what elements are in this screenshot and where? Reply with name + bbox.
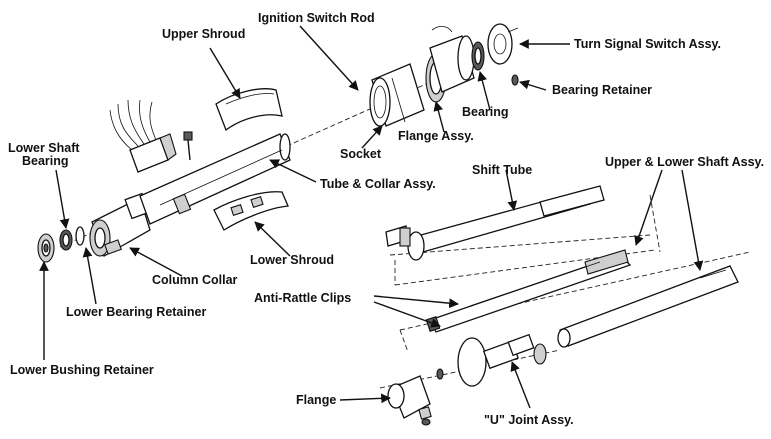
housing-part	[429, 26, 475, 93]
leader-lines	[39, 25, 704, 409]
flange-part	[387, 375, 432, 426]
label-flange-assy: Flange Assy.	[398, 129, 474, 143]
label-flange: Flange	[296, 393, 336, 407]
label-lower-shaft-bearing-line1: Lower Shaft	[8, 141, 80, 155]
shift-tube-part	[385, 185, 605, 261]
lower-bushing-retainer-part	[37, 233, 55, 263]
label-lower-bearing-retainer: Lower Bearing Retainer	[66, 305, 206, 319]
label-upper-shroud: Upper Shroud	[162, 27, 245, 41]
column-collar-part	[89, 192, 151, 257]
label-upper-lower-shaft-assy: Upper & Lower Shaft Assy.	[605, 155, 764, 169]
bearing-part	[471, 41, 485, 71]
socket-part	[369, 63, 425, 127]
label-bearing-retainer: Bearing Retainer	[552, 83, 652, 97]
label-bearing: Bearing	[462, 105, 509, 119]
tube-collar-assy-part	[139, 133, 291, 225]
upper-shaft-part	[425, 249, 632, 333]
label-tube-collar-assy: Tube & Collar Assy.	[320, 177, 436, 191]
upper-shroud-part	[215, 88, 283, 132]
label-turn-signal-switch-assy: Turn Signal Switch Assy.	[574, 37, 721, 51]
label-shift-tube: Shift Tube	[472, 163, 532, 177]
lower-shaft-bearing-part	[59, 229, 73, 251]
bearing-retainer-part	[511, 74, 519, 86]
label-ignition-switch-rod: Ignition Switch Rod	[258, 11, 375, 25]
lower-shaft-part	[557, 265, 739, 348]
label-anti-rattle-clips: Anti-Rattle Clips	[254, 291, 351, 305]
label-lower-shaft-bearing-line2: Bearing	[22, 154, 69, 168]
u-joint-part	[436, 333, 547, 387]
turn-signal-switch-part	[487, 23, 519, 65]
wiring-connector-part	[109, 99, 193, 173]
label-lower-bushing-retainer: Lower Bushing Retainer	[10, 363, 154, 377]
lower-shroud-part	[213, 191, 289, 231]
label-socket: Socket	[340, 147, 382, 161]
lower-bearing-retainer-part	[75, 226, 85, 246]
label-lower-shroud: Lower Shroud	[250, 253, 334, 267]
label-u-joint-assy: "U" Joint Assy.	[484, 413, 574, 427]
label-column-collar: Column Collar	[152, 273, 238, 287]
